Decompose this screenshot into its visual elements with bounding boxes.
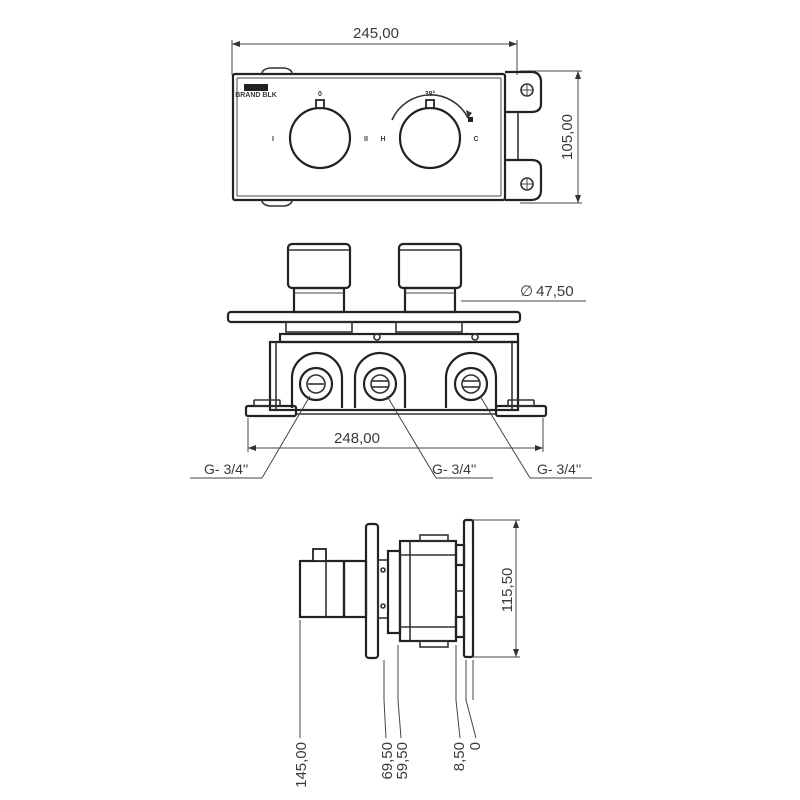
left-knob-right-mark: II (364, 136, 368, 143)
depth-zero-dimension: 0 (467, 742, 484, 750)
left-knob-left-mark: I (272, 136, 274, 143)
plan-knob-right (397, 242, 463, 314)
depth-total-dimension: 145,00 (293, 742, 310, 788)
diverter-knob: 0 I II (272, 91, 368, 170)
outlet-port-right (444, 351, 498, 408)
connection-label-left: G- 3/4'' (204, 461, 248, 477)
right-knob-angle-mark: 38° (425, 90, 436, 98)
front-view: 245,00 105,00 BRAND BLK (231, 25, 582, 207)
side-view: 115,50 145,00 69,50 59,50 8,50 0 (293, 518, 520, 788)
connection-label-right: G- 3/4'' (537, 461, 581, 477)
depth-b-dimension: 59,50 (394, 742, 411, 780)
knob-diameter-dimension: ∅47,50 (520, 283, 574, 300)
connection-label-middle: G- 3/4'' (432, 461, 476, 477)
depth-a-dimension: 69,50 (379, 742, 396, 780)
depth-c-dimension: 8,50 (451, 742, 468, 771)
right-knob-cold-mark: C (473, 136, 478, 143)
left-knob-top-mark: 0 (318, 91, 322, 98)
inlet-port-middle (353, 351, 407, 408)
body-width-dimension: 248,00 (334, 430, 380, 447)
plan-view: ∅47,50 (190, 242, 592, 479)
front-height-dimension: 105,00 (559, 114, 576, 160)
brand-logo-text: BRAND BLK (235, 92, 277, 99)
inlet-port-left (290, 351, 344, 408)
mounting-bracket-top (505, 70, 543, 160)
brand-logo (244, 84, 268, 91)
side-height-dimension: 115,50 (499, 568, 516, 613)
thermostat-knob: 38° H C (380, 90, 479, 170)
front-width-dimension: 245,00 (353, 25, 399, 42)
plan-knob-left (286, 242, 352, 314)
mounting-bracket-bottom (505, 158, 543, 202)
right-knob-hot-mark: H (380, 136, 385, 143)
diameter-symbol-icon: ∅ (520, 283, 533, 300)
